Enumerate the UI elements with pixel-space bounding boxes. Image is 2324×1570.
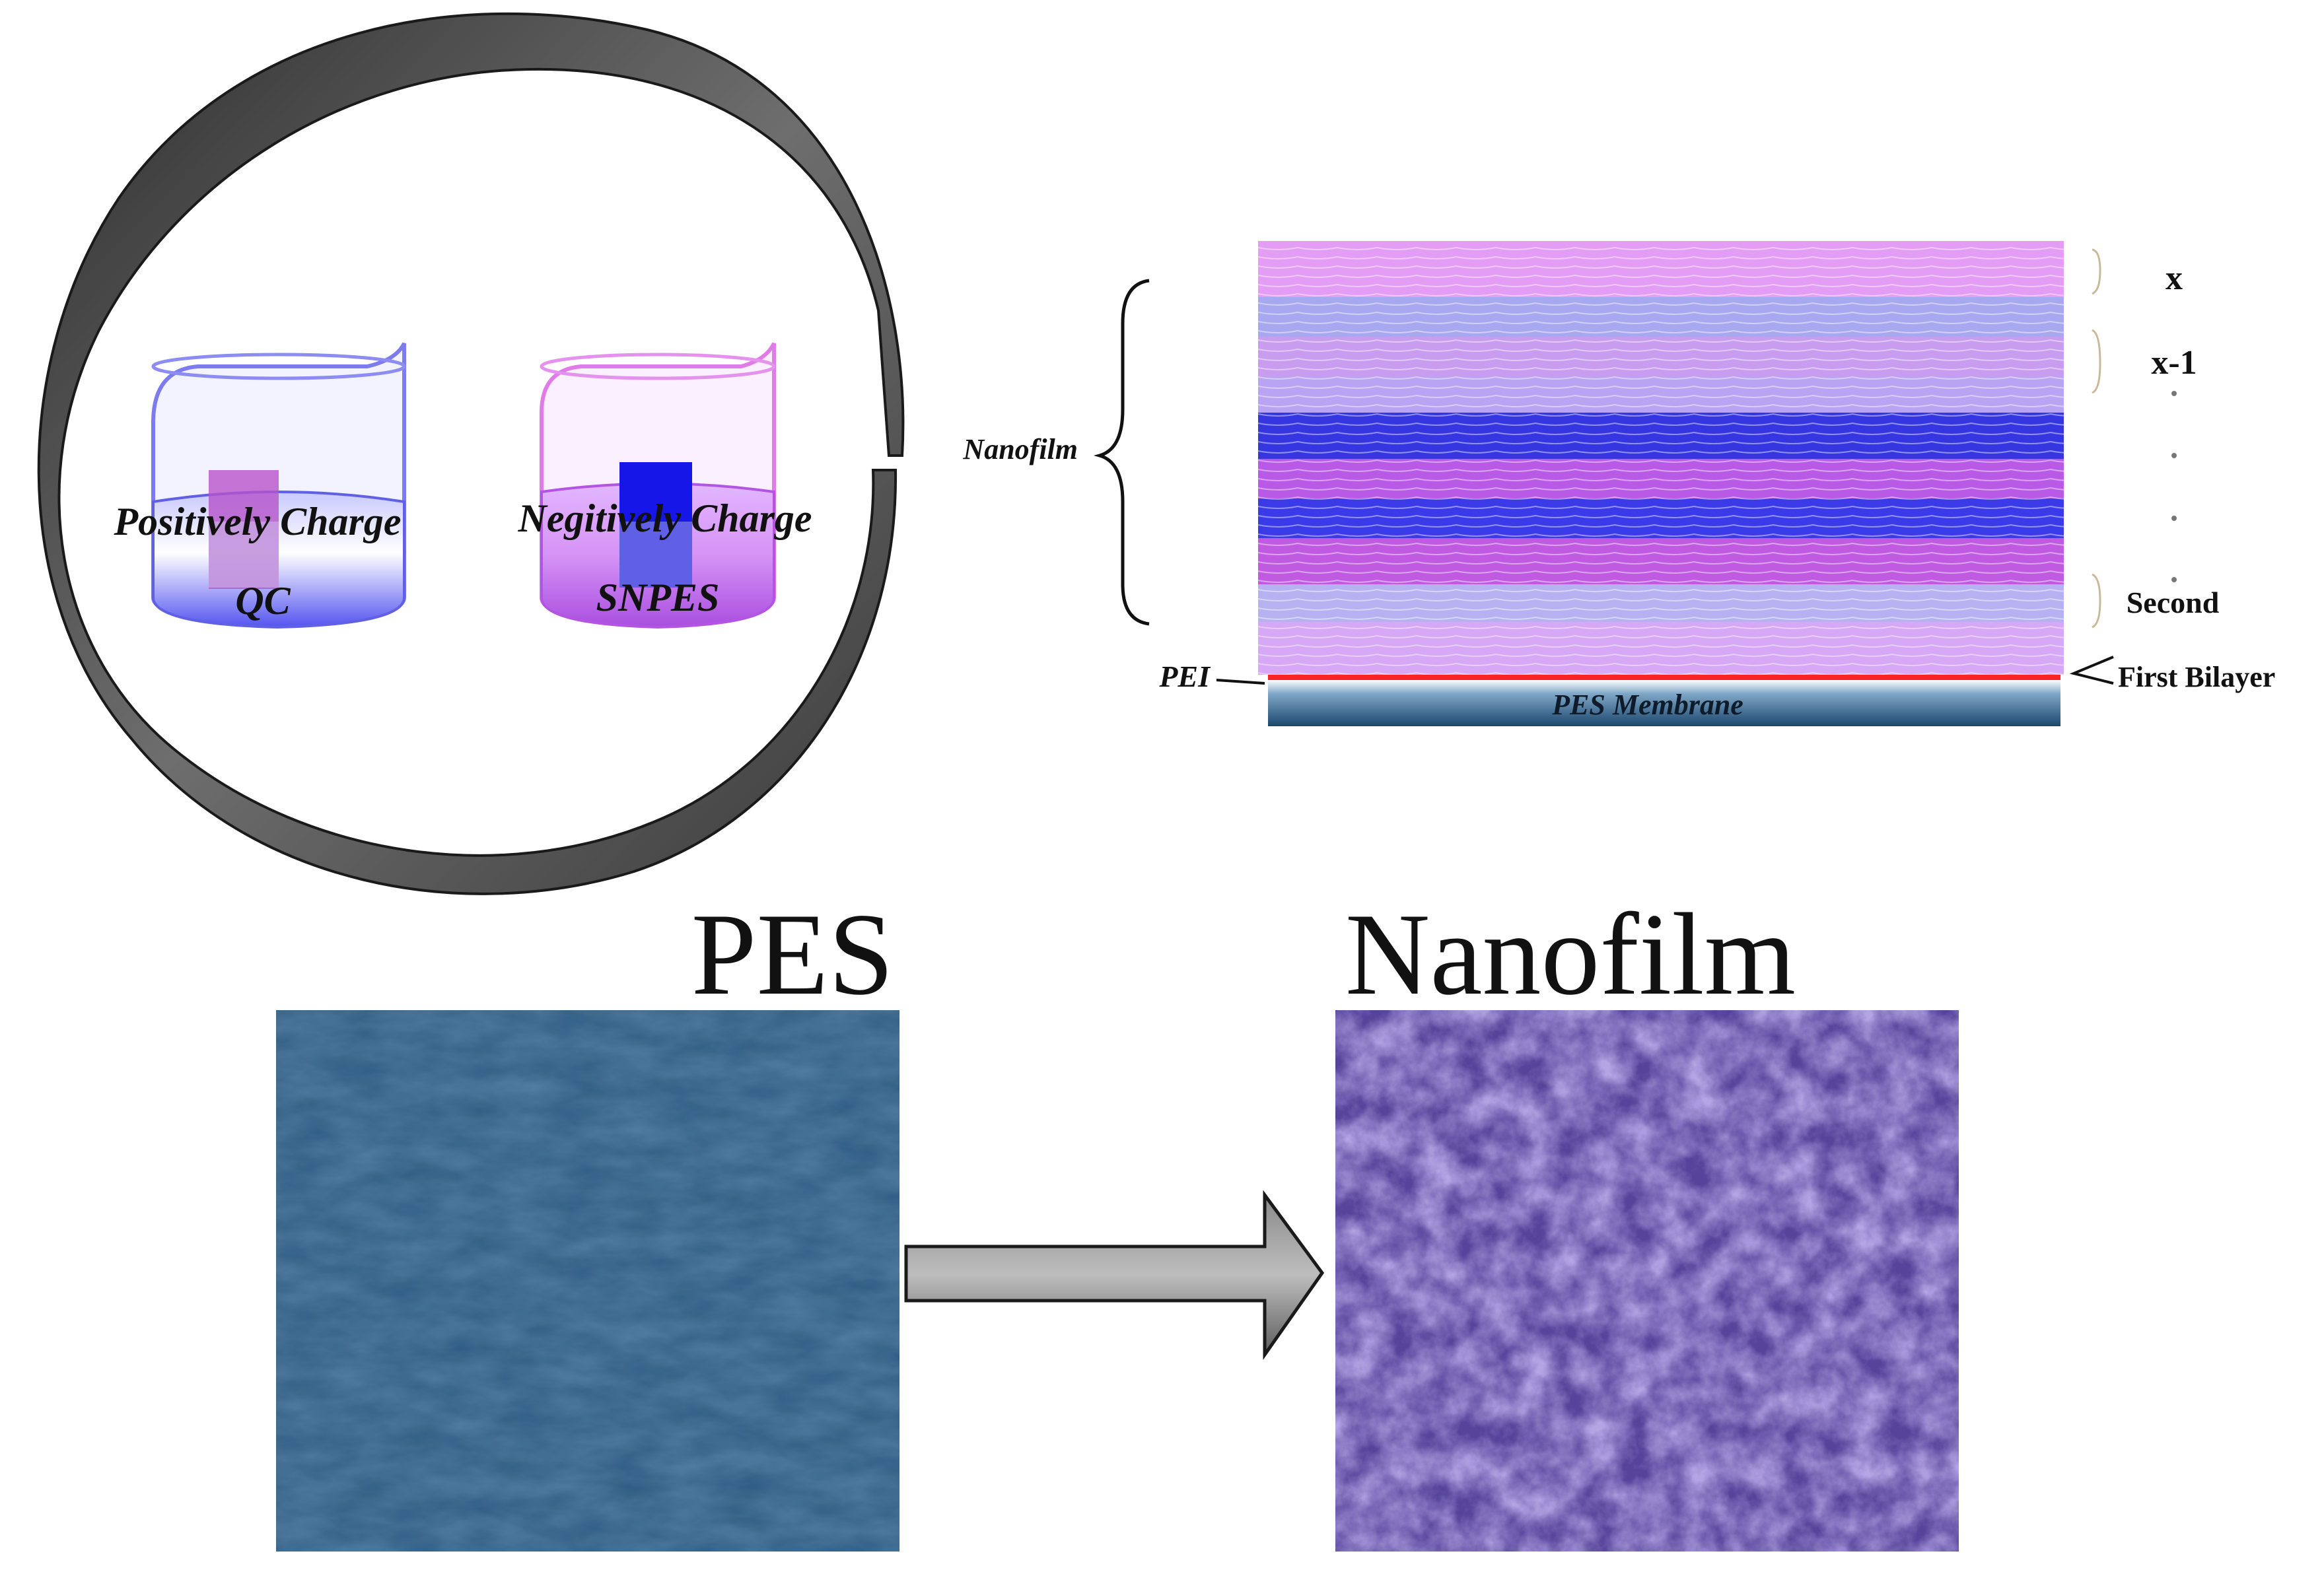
nanofilm-brace: [1093, 279, 1150, 626]
pei-pointer: [1216, 679, 1265, 685]
first-bilayer-pointer: [2069, 656, 2114, 685]
sheet-texture-line: [1257, 413, 2091, 417]
layer-label-x: x: [2166, 259, 2183, 297]
cycle-ring: [37, 12, 905, 895]
pes-surface-image: [276, 1010, 899, 1552]
sheet-texture-line: [1257, 246, 2091, 250]
sheet-texture-line: [1257, 431, 2091, 435]
bilayer-band: [1258, 622, 2064, 675]
sheet-texture-line: [1257, 644, 2091, 648]
sheet-texture-line: [1257, 588, 2091, 592]
sheet-texture-line: [1257, 283, 2091, 287]
nanofilm-label: Nanofilm: [962, 433, 1078, 465]
beaker-qc-charge-label: Positively Charge: [114, 500, 402, 543]
beaker-snpes-charge-label: Negitively Charge: [518, 496, 812, 540]
sheet-texture-line: [1257, 357, 2091, 361]
sheet-texture-line: [1257, 597, 2091, 601]
beaker-snpes: [540, 342, 776, 629]
sheet-texture-line: [1257, 477, 2091, 481]
layer-second-bracket: [2092, 573, 2101, 629]
sheet-texture-line: [1257, 302, 2091, 306]
sheet-texture-line: [1257, 468, 2091, 472]
beaker-qc-material-label: QC: [235, 579, 291, 623]
nanofilm-surface-image: [1335, 1010, 1959, 1552]
sheet-texture-line: [1257, 496, 2091, 500]
sheet-texture-line: [1257, 366, 2091, 370]
first-bilayer-label: First Bilayer: [2118, 661, 2275, 693]
transform-arrow: [904, 1190, 1325, 1360]
sheet-texture-line: [1257, 385, 2091, 389]
layer-x-bracket: [2092, 248, 2101, 295]
sheet-texture-line: [1257, 514, 2091, 518]
bilayer-band: [1258, 297, 2064, 337]
sheet-texture-line: [1257, 653, 2091, 657]
sheet-texture-line: [1257, 662, 2091, 666]
sheet-texture-line: [1257, 274, 2091, 278]
nanofilm-layer-stack: [1257, 241, 2091, 675]
pes-membrane-block: [1268, 680, 2060, 726]
sheet-texture-line: [1257, 422, 2091, 426]
sheet-texture-line: [1257, 311, 2091, 315]
bilayer-band: [1258, 376, 2064, 413]
sheet-texture-line: [1257, 329, 2091, 333]
sheet-texture-line: [1257, 440, 2091, 444]
sheet-texture-line: [1257, 505, 2091, 509]
sheet-texture-line: [1257, 524, 2091, 528]
sheet-texture-line: [1257, 607, 2091, 611]
sheet-texture-line: [1257, 487, 2091, 491]
sheet-texture-line: [1257, 616, 2091, 620]
bilayer-band: [1258, 241, 2064, 297]
bilayer-band: [1258, 584, 2064, 622]
sheet-texture-line: [1257, 339, 2091, 343]
sheet-texture-line: [1257, 459, 2091, 463]
bilayer-band: [1258, 337, 2064, 376]
layer-x1-bracket: [2092, 329, 2101, 394]
sheet-texture-line: [1257, 403, 2091, 407]
beaker-snpes-material-label: SNPES: [596, 576, 720, 619]
layer-label-second: Second: [2127, 586, 2220, 619]
sheet-texture-line: [1257, 533, 2091, 537]
pes-title: PES: [691, 889, 894, 1019]
sheet-texture-line: [1257, 542, 2091, 546]
bilayer-band: [1258, 538, 2064, 584]
pei-label: PEI: [1158, 660, 1211, 693]
sheet-texture-line: [1257, 551, 2091, 555]
sheet-texture-line: [1257, 320, 2091, 324]
sheet-texture-line: [1257, 634, 2091, 638]
bilayer-band: [1258, 498, 2064, 538]
bilayer-band: [1258, 413, 2064, 459]
ellipsis-dots: [2171, 391, 2177, 582]
sheet-texture-line: [1257, 348, 2091, 352]
sheet-texture-line: [1257, 265, 2091, 269]
sheet-texture-line: [1257, 625, 2091, 629]
nanofilm-title: Nanofilm: [1345, 889, 1796, 1019]
sheet-texture-line: [1257, 579, 2091, 583]
sheet-texture-line: [1257, 394, 2091, 398]
pes-membrane-label: PES Membrane: [1551, 689, 1743, 721]
sheet-texture-line: [1257, 292, 2091, 296]
beaker-qc: [151, 342, 406, 629]
sheet-texture-line: [1257, 561, 2091, 564]
sheet-texture-line: [1257, 450, 2091, 454]
sheet-texture-line: [1257, 376, 2091, 380]
bilayer-band: [1258, 459, 2064, 498]
sheet-texture-line: [1257, 570, 2091, 574]
layer-label-x1: x-1: [2151, 344, 2197, 382]
pei-layer: [1268, 675, 2060, 680]
sheet-texture-line: [1257, 256, 2091, 259]
